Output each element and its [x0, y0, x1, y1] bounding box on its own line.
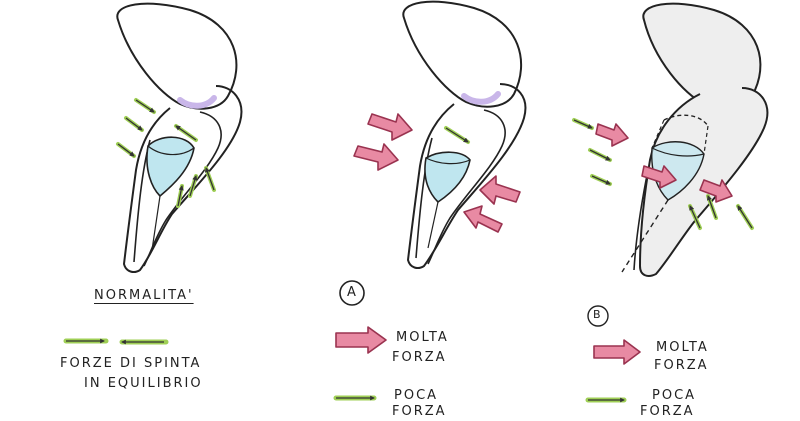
- legend-balanced-text-line1: FORZE DI SPINTA: [60, 356, 202, 371]
- strong-force-arrows: [353, 113, 521, 233]
- legend-a-strong-line1: MOLTA: [396, 330, 449, 345]
- vaginal-canal: [122, 85, 243, 273]
- cervix-band: [177, 95, 217, 109]
- menstrual-cup: [146, 136, 195, 198]
- uterus-shape: [402, 0, 522, 108]
- legend-b-strong-line1: MOLTA: [656, 340, 709, 355]
- legend-balanced-arrows: [63, 338, 169, 345]
- legend-b-weak-line1: POCA: [652, 388, 697, 403]
- panel-b-anatomy: [572, 2, 769, 277]
- panel-b-marker: B: [593, 308, 601, 321]
- panel-a-marker-circle: [339, 280, 365, 306]
- panel-a-marker: A: [347, 285, 356, 300]
- legend-a-weak-line2: FORZA: [392, 404, 447, 419]
- legend-b-strong-arrow: [593, 339, 641, 365]
- legend-a-weak-line1: POCA: [394, 388, 439, 403]
- cervix-band: [461, 91, 501, 105]
- legend-a-strong-line2: FORZA: [392, 350, 447, 365]
- strong-force-arrows: [595, 123, 733, 203]
- legend-balanced-text-line2: IN EQUILIBRIO: [84, 376, 203, 391]
- legend-b-weak-line2: FORZA: [640, 404, 695, 419]
- uterus-shape: [116, 2, 238, 110]
- legend-a-strong-arrow: [335, 326, 387, 354]
- panel-b-marker-circle: [587, 305, 609, 327]
- panel-normal-title: NORMALITA': [94, 288, 194, 303]
- menstrual-cup: [424, 151, 471, 204]
- legend-b-strong-line2: FORZA: [654, 358, 709, 373]
- vaginal-canal: [406, 83, 527, 269]
- panel-a-anatomy: [353, 0, 527, 269]
- panel-normal-anatomy: [116, 2, 243, 273]
